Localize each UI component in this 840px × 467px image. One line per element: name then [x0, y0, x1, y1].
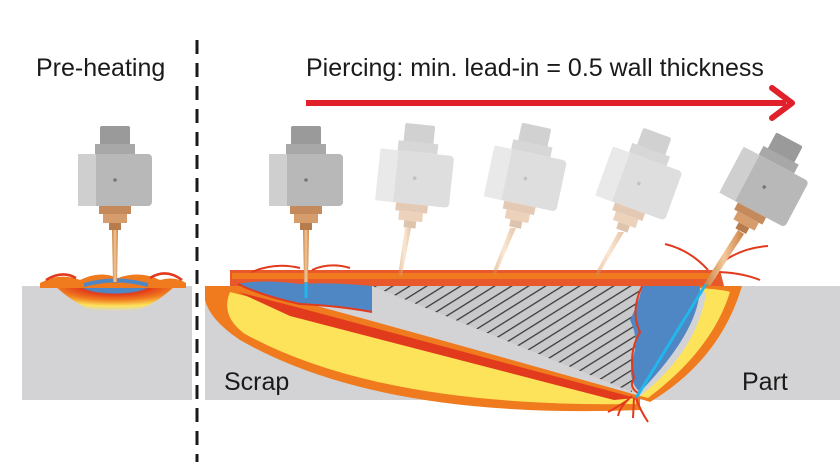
- laser-head-icon: [372, 120, 458, 232]
- laser-head-icon: [269, 126, 343, 230]
- direction-arrow-icon: [306, 85, 795, 121]
- laser-head-icon: [708, 121, 823, 249]
- preheating-label: Pre-heating: [36, 54, 165, 82]
- laser-head-icon: [587, 120, 693, 244]
- scrap-label: Scrap: [224, 368, 289, 396]
- cut-line: [634, 283, 708, 399]
- beam-4: [594, 232, 624, 276]
- beam-3: [492, 228, 516, 274]
- part-label: Part: [742, 368, 788, 396]
- beam-1: [303, 230, 309, 282]
- piercing-label: Piercing: min. lead-in = 0.5 wall thickn…: [306, 54, 764, 82]
- beam-2: [398, 228, 411, 276]
- laser-head-icon: [478, 118, 573, 236]
- heat-affected-zone: [205, 270, 742, 412]
- beam-5: [704, 230, 744, 286]
- laser-head-icon: [78, 126, 152, 230]
- sparks: [251, 243, 769, 423]
- kerf-hatch: [372, 286, 640, 392]
- beam-preheat: [112, 230, 118, 282]
